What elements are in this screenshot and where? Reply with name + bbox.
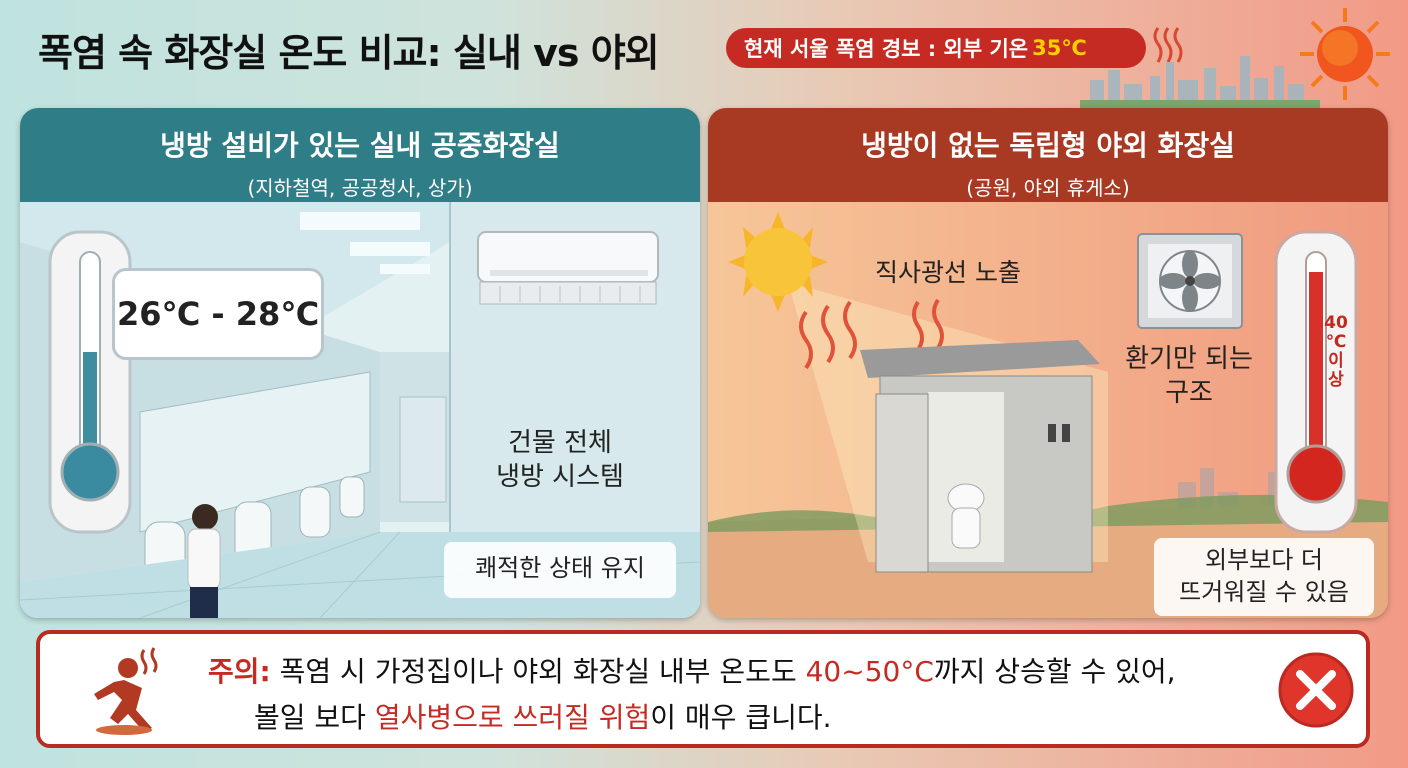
warning-line-2: 볼일 보다 열사병으로 쓰러질 위험이 매우 큽니다. bbox=[254, 696, 832, 736]
warning-text-2b: 이 매우 큽니다. bbox=[650, 701, 832, 734]
hotter-label-line-1: 외부보다 더 bbox=[1204, 546, 1324, 574]
warning-line-1: 주의: 폭염 시 가정집이나 야외 화장실 내부 온도도 40~50°C까지 상… bbox=[208, 650, 1176, 690]
ac-system-label: 건물 전체 냉방 시스템 bbox=[460, 426, 660, 494]
person-figure bbox=[187, 504, 221, 618]
indoor-panel-header: 냉방 설비가 있는 실내 공중화장실 (지하철역, 공공청사, 상가) bbox=[20, 108, 700, 202]
thermo-text-4: 상 bbox=[1328, 370, 1344, 390]
vent-label-line-1: 환기만 되는 bbox=[1125, 344, 1253, 374]
thermo-text-3: 이 bbox=[1328, 351, 1344, 371]
outdoor-panel-header: 냉방이 없는 독립형 야외 화장실 (공원, 야외 휴게소) bbox=[708, 108, 1388, 202]
vent-label-line-2: 구조 bbox=[1165, 378, 1213, 408]
indoor-panel-subtitle: (지하철역, 공공청사, 상가) bbox=[247, 176, 473, 200]
hotter-label-line-2: 뜨거워질 수 있음 bbox=[1179, 578, 1349, 606]
sun-icon bbox=[1300, 8, 1390, 100]
sunlight-label: 직사광선 노출 bbox=[875, 258, 1021, 287]
warning-text-2a: 볼일 보다 bbox=[254, 701, 375, 734]
indoor-panel-title: 냉방 설비가 있는 실내 공중화장실 bbox=[160, 129, 560, 162]
close-icon bbox=[1278, 652, 1354, 728]
air-conditioner-icon bbox=[477, 231, 659, 305]
warning-prefix: 주의: bbox=[208, 655, 271, 688]
outdoor-booth bbox=[860, 340, 1100, 573]
hot-thermometer-text: 40 ℃ 이 상 bbox=[1316, 314, 1356, 390]
heatwave-alert-badge: 현재 서울 폭염 경보 : 외부 기온 35℃ bbox=[726, 28, 1146, 68]
heat-wave-icon bbox=[1153, 27, 1183, 63]
cool-thermometer bbox=[48, 230, 132, 534]
warning-temp: 40~50°C bbox=[805, 655, 934, 688]
thermo-text-2: ℃ bbox=[1325, 332, 1347, 352]
outdoor-panel-title: 냉방이 없는 독립형 야외 화장실 bbox=[861, 129, 1235, 162]
thermo-text-1: 40 bbox=[1324, 313, 1348, 333]
page-title: 폭염 속 화장실 온도 비교: 실내 vs 야외 bbox=[38, 31, 660, 75]
warning-text-1b: 까지 상승할 수 있어, bbox=[933, 655, 1176, 688]
outdoor-restroom-panel: 냉방이 없는 독립형 야외 화장실 (공원, 야외 휴게소) bbox=[708, 108, 1388, 618]
heat-wave-icon bbox=[799, 298, 944, 370]
comfort-status-label: 쾌적한 상태 유지 bbox=[444, 542, 676, 598]
fainting-person-icon bbox=[94, 647, 158, 735]
warning-text-1a: 폭염 시 가정집이나 야외 화장실 내부 온도도 bbox=[270, 655, 806, 688]
city-skyline-icon bbox=[1080, 56, 1320, 110]
ac-label-line-1: 건물 전체 bbox=[508, 428, 612, 458]
ac-label-line-2: 냉방 시스템 bbox=[496, 462, 624, 492]
indoor-temperature-bubble: 26℃ - 28℃ bbox=[112, 268, 324, 360]
alert-text: 현재 서울 폭염 경보 : 외부 기온 bbox=[744, 37, 1029, 61]
outdoor-panel-subtitle: (공원, 야외 휴게소) bbox=[966, 176, 1130, 200]
warning-risk: 열사병으로 쓰러질 위험 bbox=[374, 701, 651, 734]
ventilation-label: 환기만 되는 구조 bbox=[1104, 342, 1274, 410]
ventilation-fan-icon bbox=[1137, 233, 1243, 329]
hotter-than-outside-label: 외부보다 더 뜨거워질 수 있음 bbox=[1154, 538, 1374, 616]
warning-banner: 주의: 폭염 시 가정집이나 야외 화장실 내부 온도도 40~50°C까지 상… bbox=[36, 630, 1370, 748]
indoor-restroom-panel: 냉방 설비가 있는 실내 공중화장실 (지하철역, 공공청사, 상가) bbox=[20, 108, 700, 618]
sun-icon bbox=[728, 212, 828, 312]
alert-temp: 35℃ bbox=[1032, 36, 1087, 60]
hot-thermometer bbox=[1274, 230, 1358, 534]
